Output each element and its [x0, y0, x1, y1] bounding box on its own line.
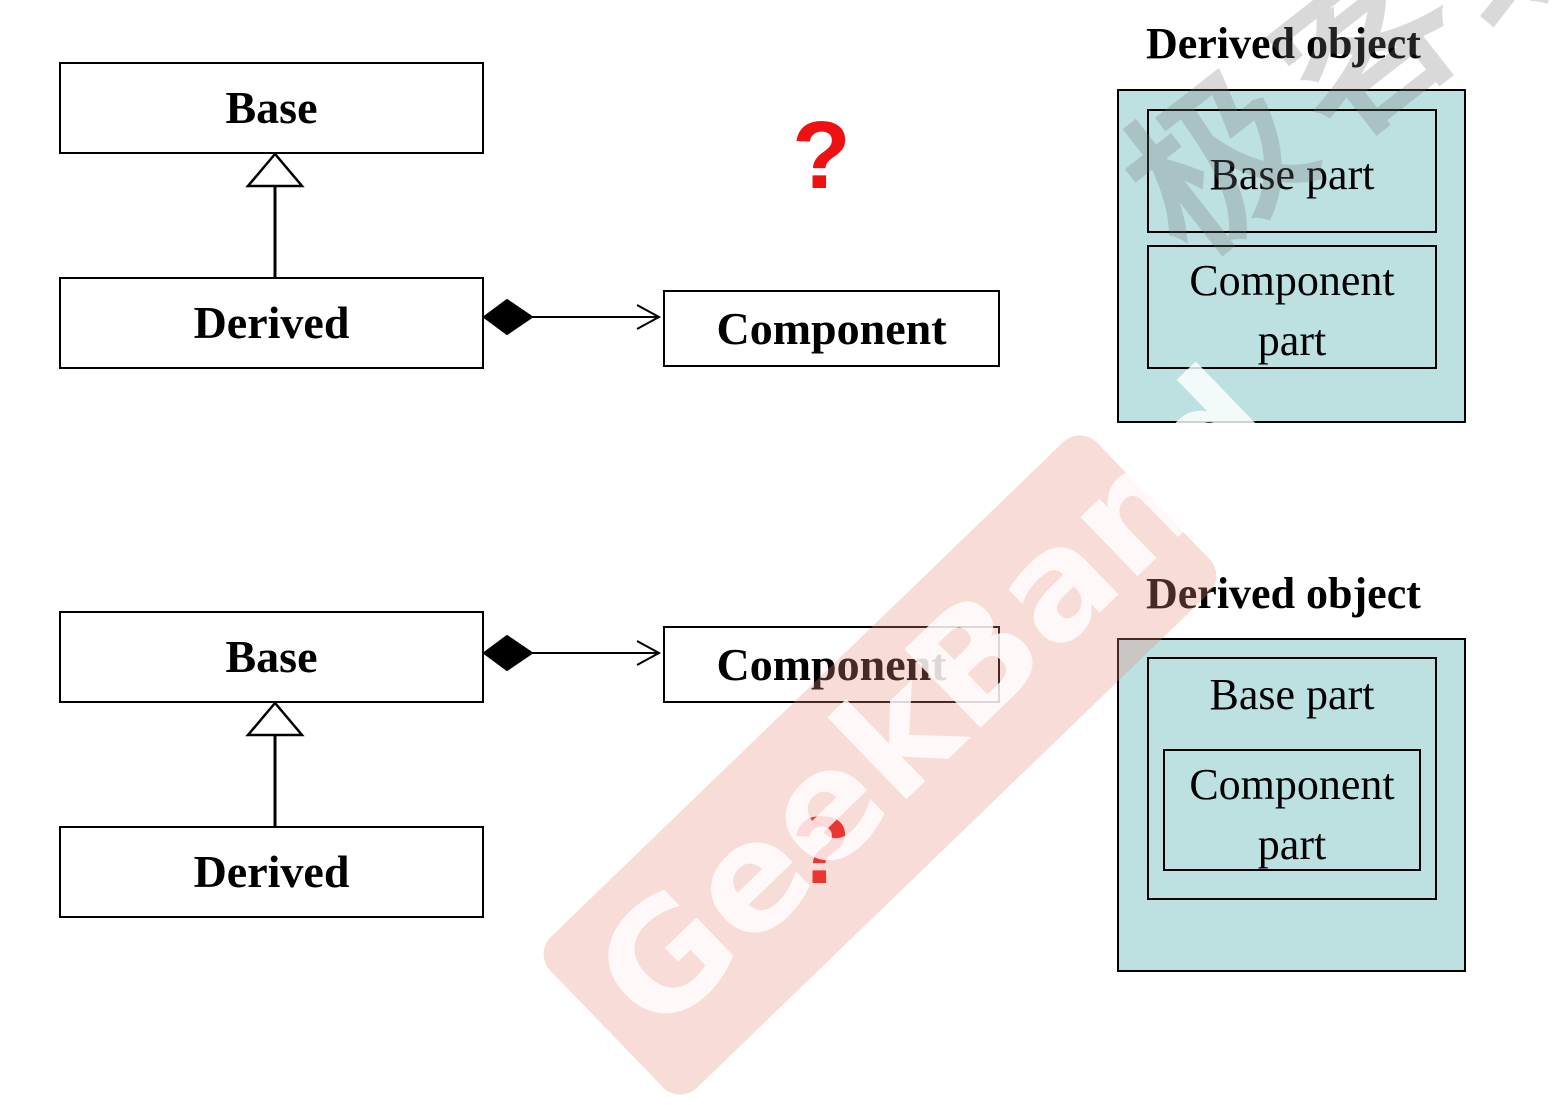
top-inheritance-arrowhead	[245, 152, 305, 188]
bottom-base-part: Base part Component part	[1147, 657, 1437, 900]
bottom-component-part-line2: part	[1257, 819, 1327, 869]
connector-layer	[245, 152, 662, 826]
top-derived-class: Derived	[59, 277, 484, 369]
bottom-base-part-label: Base part	[1209, 670, 1375, 719]
top-base-class-label: Base	[225, 82, 318, 133]
top-component-part-line1: Component	[1189, 256, 1395, 305]
bottom-object-title: Derived object	[1146, 569, 1421, 618]
top-base-part-label: Base part	[1209, 150, 1375, 199]
bottom-composition-diamond	[482, 634, 534, 672]
top-derived-class-label: Derived	[193, 297, 350, 348]
bottom-question-mark: ?	[792, 797, 851, 904]
top-component-part: Component part	[1147, 245, 1437, 369]
bottom-composition-arrowhead	[636, 640, 662, 666]
top-derived-object: Base part Component part	[1117, 89, 1466, 423]
bottom-component-class: Component	[663, 626, 1000, 703]
top-base-class: Base	[59, 62, 484, 154]
bottom-component-part: Component part	[1163, 749, 1421, 871]
top-composition-diamond	[482, 298, 534, 336]
top-object-title: Derived object	[1146, 19, 1421, 68]
top-question-mark: ?	[792, 102, 851, 209]
bottom-derived-object: Base part Component part	[1117, 638, 1466, 972]
top-base-part: Base part	[1147, 109, 1437, 233]
bottom-component-class-label: Component	[716, 638, 947, 690]
top-component-class: Component	[663, 290, 1000, 367]
bottom-base-class: Base	[59, 611, 484, 703]
bottom-base-class-label: Base	[225, 631, 318, 682]
top-composition-arrowhead	[636, 304, 662, 330]
bottom-derived-class: Derived	[59, 826, 484, 918]
bottom-inheritance-arrowhead	[245, 701, 305, 737]
bottom-derived-class-label: Derived	[193, 846, 350, 897]
top-component-part-line2: part	[1257, 315, 1327, 365]
bottom-component-part-line1: Component	[1189, 760, 1395, 809]
top-component-class-label: Component	[716, 302, 947, 354]
